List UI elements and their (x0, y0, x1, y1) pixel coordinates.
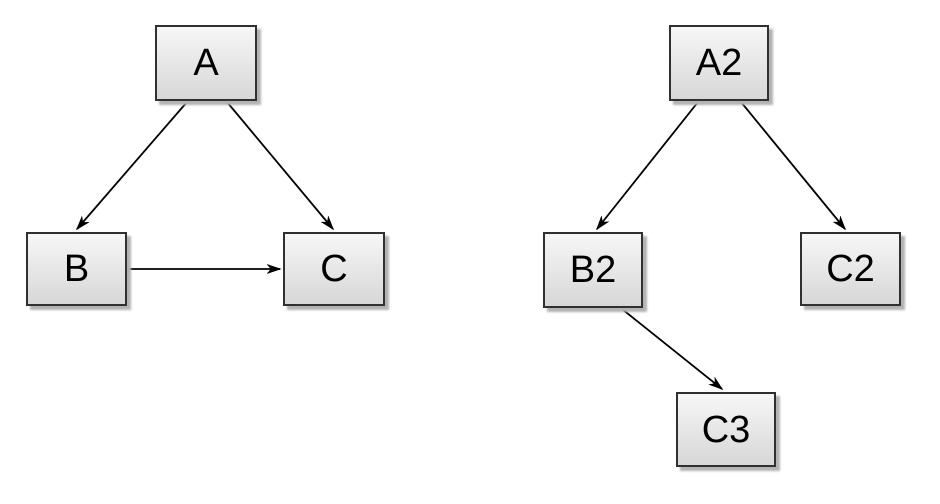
edge-B2-to-C3[interactable] (621, 308, 722, 389)
node-label-B: B (63, 248, 90, 290)
node-B[interactable]: B (26, 232, 127, 306)
node-label-A: A (193, 42, 219, 84)
edge-A2-to-C2[interactable] (740, 101, 845, 229)
node-B2[interactable]: B2 (543, 232, 643, 308)
node-label-C2: C2 (826, 248, 875, 290)
node-label-B2: B2 (569, 249, 617, 291)
node-label-C: C (320, 248, 348, 290)
node-label-C3: C3 (701, 408, 751, 451)
edge-A2-to-B2[interactable] (597, 101, 699, 229)
node-C3[interactable]: C3 (676, 392, 776, 467)
node-C[interactable]: C (283, 232, 385, 306)
edge-A-to-C[interactable] (226, 101, 333, 229)
edge-group (77, 101, 845, 389)
edge-A-to-B[interactable] (77, 101, 188, 229)
node-label-A2: A2 (695, 42, 743, 84)
node-A[interactable]: A (155, 25, 257, 101)
node-C2[interactable]: C2 (800, 232, 901, 306)
node-A2[interactable]: A2 (669, 25, 769, 101)
